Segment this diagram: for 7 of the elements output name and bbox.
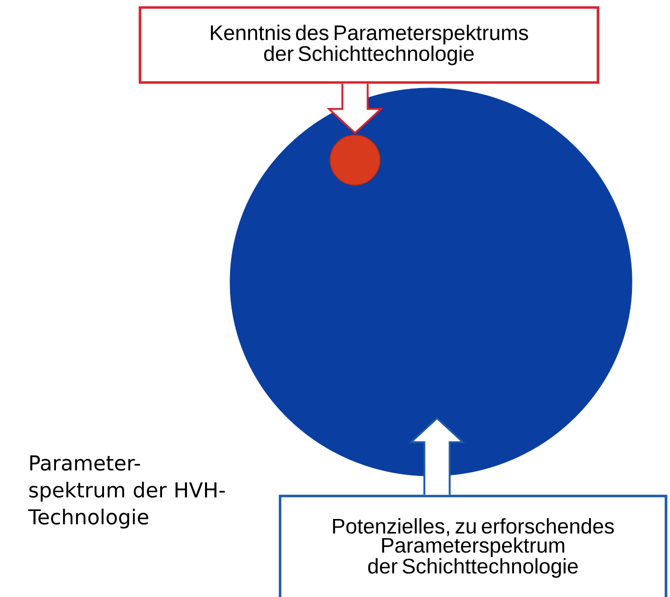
block-arrow	[326, 82, 384, 134]
text-box: Kenntnis des Parameterspektrums der Schichttechnologie	[138, 6, 600, 84]
dot	[330, 134, 380, 186]
ellipse	[230, 88, 632, 476]
side-label: Parameter- spektrum der HVH- Technologie	[28, 455, 225, 529]
block-arrow	[408, 416, 466, 496]
text-box: Potenzielles, zu erforschendes Parameterspektrum der Schichttechnologie	[278, 494, 668, 597]
